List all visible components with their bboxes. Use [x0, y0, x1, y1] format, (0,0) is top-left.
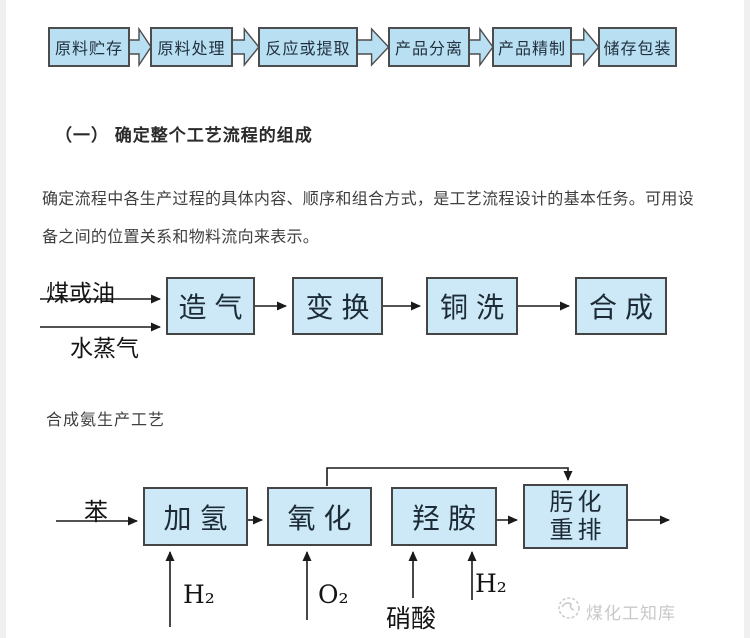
process-box-gasification: 造气: [166, 277, 255, 335]
watermark-text: 煤化工知库: [586, 604, 676, 623]
page-right-edge: [744, 0, 750, 638]
input-label-h2-right: H₂: [475, 569, 507, 598]
input-label-h2-left: H₂: [183, 580, 215, 609]
process-box-shift: 变换: [292, 277, 383, 335]
flow-step-product-refining: 产品精制: [492, 27, 572, 67]
flow-step-raw-processing: 原料处理: [150, 27, 233, 67]
input-label-nitric-acid: 硝酸: [386, 604, 437, 633]
flow-step-reaction-extraction: 反应或提取: [258, 27, 358, 67]
block-arrow-icon: [356, 27, 390, 67]
page-left-edge: [0, 0, 6, 638]
flow-step-product-separation: 产品分离: [388, 27, 470, 67]
process-box-copper-wash: 铜洗: [426, 277, 518, 335]
arrow-bypass-top: [326, 467, 573, 486]
process-box-oximation-rearrangement: 肟化 重排: [523, 484, 628, 549]
process-box-hydrogenation: 加氢: [143, 487, 248, 546]
input-label-benzene: 苯: [84, 498, 108, 526]
box-label-line1: 肟化: [549, 487, 606, 516]
section-heading: （一） 确定整个工艺流程的组成: [55, 126, 313, 145]
input-label-steam: 水蒸气: [70, 336, 139, 362]
flow-step-raw-storage: 原料贮存: [48, 27, 130, 67]
input-label-coal-oil: 煤或油: [46, 281, 115, 307]
process-box-hydroxylamine: 羟胺: [391, 487, 497, 546]
process-box-synthesis: 合成: [575, 277, 667, 335]
flow-step-storage-packaging: 储存包装: [598, 27, 677, 67]
process-box-oxidation: 氧化: [267, 487, 372, 546]
block-arrow-icon: [231, 27, 260, 67]
input-label-o2: O₂: [318, 580, 349, 609]
watermark-logo-icon: [558, 597, 580, 619]
block-arrow-icon: [570, 27, 600, 67]
body-paragraph: 确定流程中各生产过程的具体内容、顺序和组合方式，是工艺流程设计的基本任务。可用设…: [42, 191, 695, 246]
box-label-line2: 重排: [549, 515, 606, 544]
diagram-caption: 合成氨生产工艺: [46, 412, 166, 429]
